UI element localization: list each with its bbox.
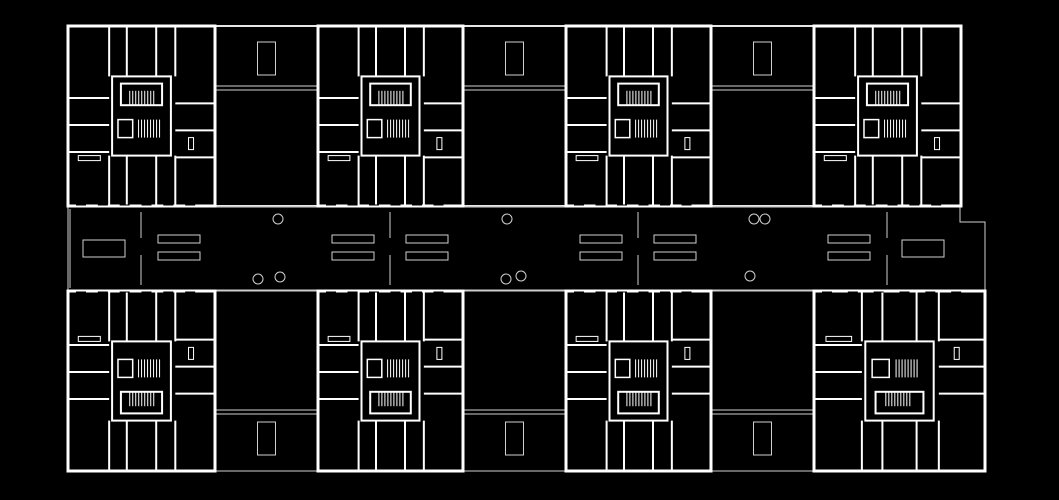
column-icon bbox=[252, 273, 264, 285]
closet bbox=[953, 346, 960, 360]
closet bbox=[575, 335, 599, 342]
column-icon bbox=[759, 213, 771, 225]
planter bbox=[753, 41, 772, 76]
apartment-block bbox=[564, 24, 713, 208]
elevator bbox=[366, 358, 383, 379]
stair-core bbox=[360, 340, 421, 422]
stair-core bbox=[608, 340, 669, 422]
apartment-block bbox=[812, 289, 987, 473]
closet bbox=[825, 335, 853, 342]
planter bbox=[257, 41, 276, 76]
closet bbox=[684, 346, 691, 360]
bench bbox=[405, 234, 449, 244]
skylight bbox=[82, 239, 126, 258]
block-wall bbox=[564, 289, 713, 473]
elevator bbox=[614, 118, 631, 139]
closet bbox=[575, 155, 599, 162]
stair-core bbox=[111, 340, 172, 422]
closet bbox=[327, 335, 351, 342]
column-icon bbox=[515, 270, 527, 282]
elevator bbox=[366, 118, 383, 139]
column-icon bbox=[748, 213, 760, 225]
courtyard bbox=[710, 25, 815, 207]
column-icon bbox=[744, 270, 756, 282]
elevator bbox=[117, 118, 134, 139]
block-wall bbox=[316, 289, 465, 473]
elevator bbox=[614, 358, 631, 379]
bench bbox=[827, 251, 871, 261]
courtyard bbox=[214, 25, 319, 207]
courtyard bbox=[462, 290, 567, 472]
courtyards bbox=[214, 25, 815, 472]
closet bbox=[188, 137, 195, 151]
closet bbox=[436, 137, 443, 151]
closet bbox=[823, 155, 847, 162]
column-icon bbox=[274, 271, 286, 283]
closet bbox=[188, 346, 195, 360]
apartment-block bbox=[564, 289, 713, 473]
closet bbox=[77, 155, 101, 162]
elevator bbox=[863, 118, 880, 139]
stair-core bbox=[864, 340, 935, 422]
elevator bbox=[871, 358, 890, 379]
bench bbox=[579, 251, 623, 261]
closet bbox=[77, 335, 101, 342]
bench bbox=[331, 251, 375, 261]
bench bbox=[827, 234, 871, 244]
block-wall bbox=[316, 24, 465, 208]
block-wall bbox=[812, 24, 963, 208]
block-wall bbox=[812, 289, 987, 473]
courtyard bbox=[710, 290, 815, 472]
bench bbox=[579, 234, 623, 244]
bench bbox=[157, 234, 201, 244]
apartment-block bbox=[812, 24, 963, 208]
courtyard bbox=[214, 290, 319, 472]
planter bbox=[505, 41, 524, 76]
stair-core bbox=[608, 75, 669, 157]
building-outline bbox=[67, 25, 962, 207]
planter bbox=[753, 421, 772, 456]
outer-wall-top bbox=[67, 25, 962, 207]
closet bbox=[934, 137, 941, 151]
closet bbox=[327, 155, 351, 162]
closet bbox=[436, 346, 443, 360]
apartment-block bbox=[66, 289, 217, 473]
block-wall bbox=[564, 24, 713, 208]
bench bbox=[331, 234, 375, 244]
block-wall bbox=[66, 289, 217, 473]
apartment-block bbox=[316, 289, 465, 473]
column-icon bbox=[272, 213, 284, 225]
column-icon bbox=[500, 273, 512, 285]
stair-core bbox=[857, 75, 918, 157]
corridor-outline bbox=[67, 206, 986, 291]
bench bbox=[157, 251, 201, 261]
bench bbox=[405, 251, 449, 261]
column-icon bbox=[501, 213, 513, 225]
apartment-block bbox=[316, 24, 465, 208]
skylight bbox=[901, 239, 945, 258]
bench bbox=[653, 234, 697, 244]
block-wall bbox=[66, 24, 217, 208]
residential-blocks bbox=[66, 24, 987, 473]
bench bbox=[653, 251, 697, 261]
stair-core bbox=[360, 75, 421, 157]
apartment-block bbox=[66, 24, 217, 208]
closet bbox=[684, 137, 691, 151]
elevator bbox=[117, 358, 134, 379]
stair-core bbox=[111, 75, 172, 157]
planter bbox=[505, 421, 524, 456]
elevator-lobby bbox=[874, 390, 925, 415]
central-corridor bbox=[67, 206, 986, 291]
planter bbox=[257, 421, 276, 456]
courtyard bbox=[462, 25, 567, 207]
